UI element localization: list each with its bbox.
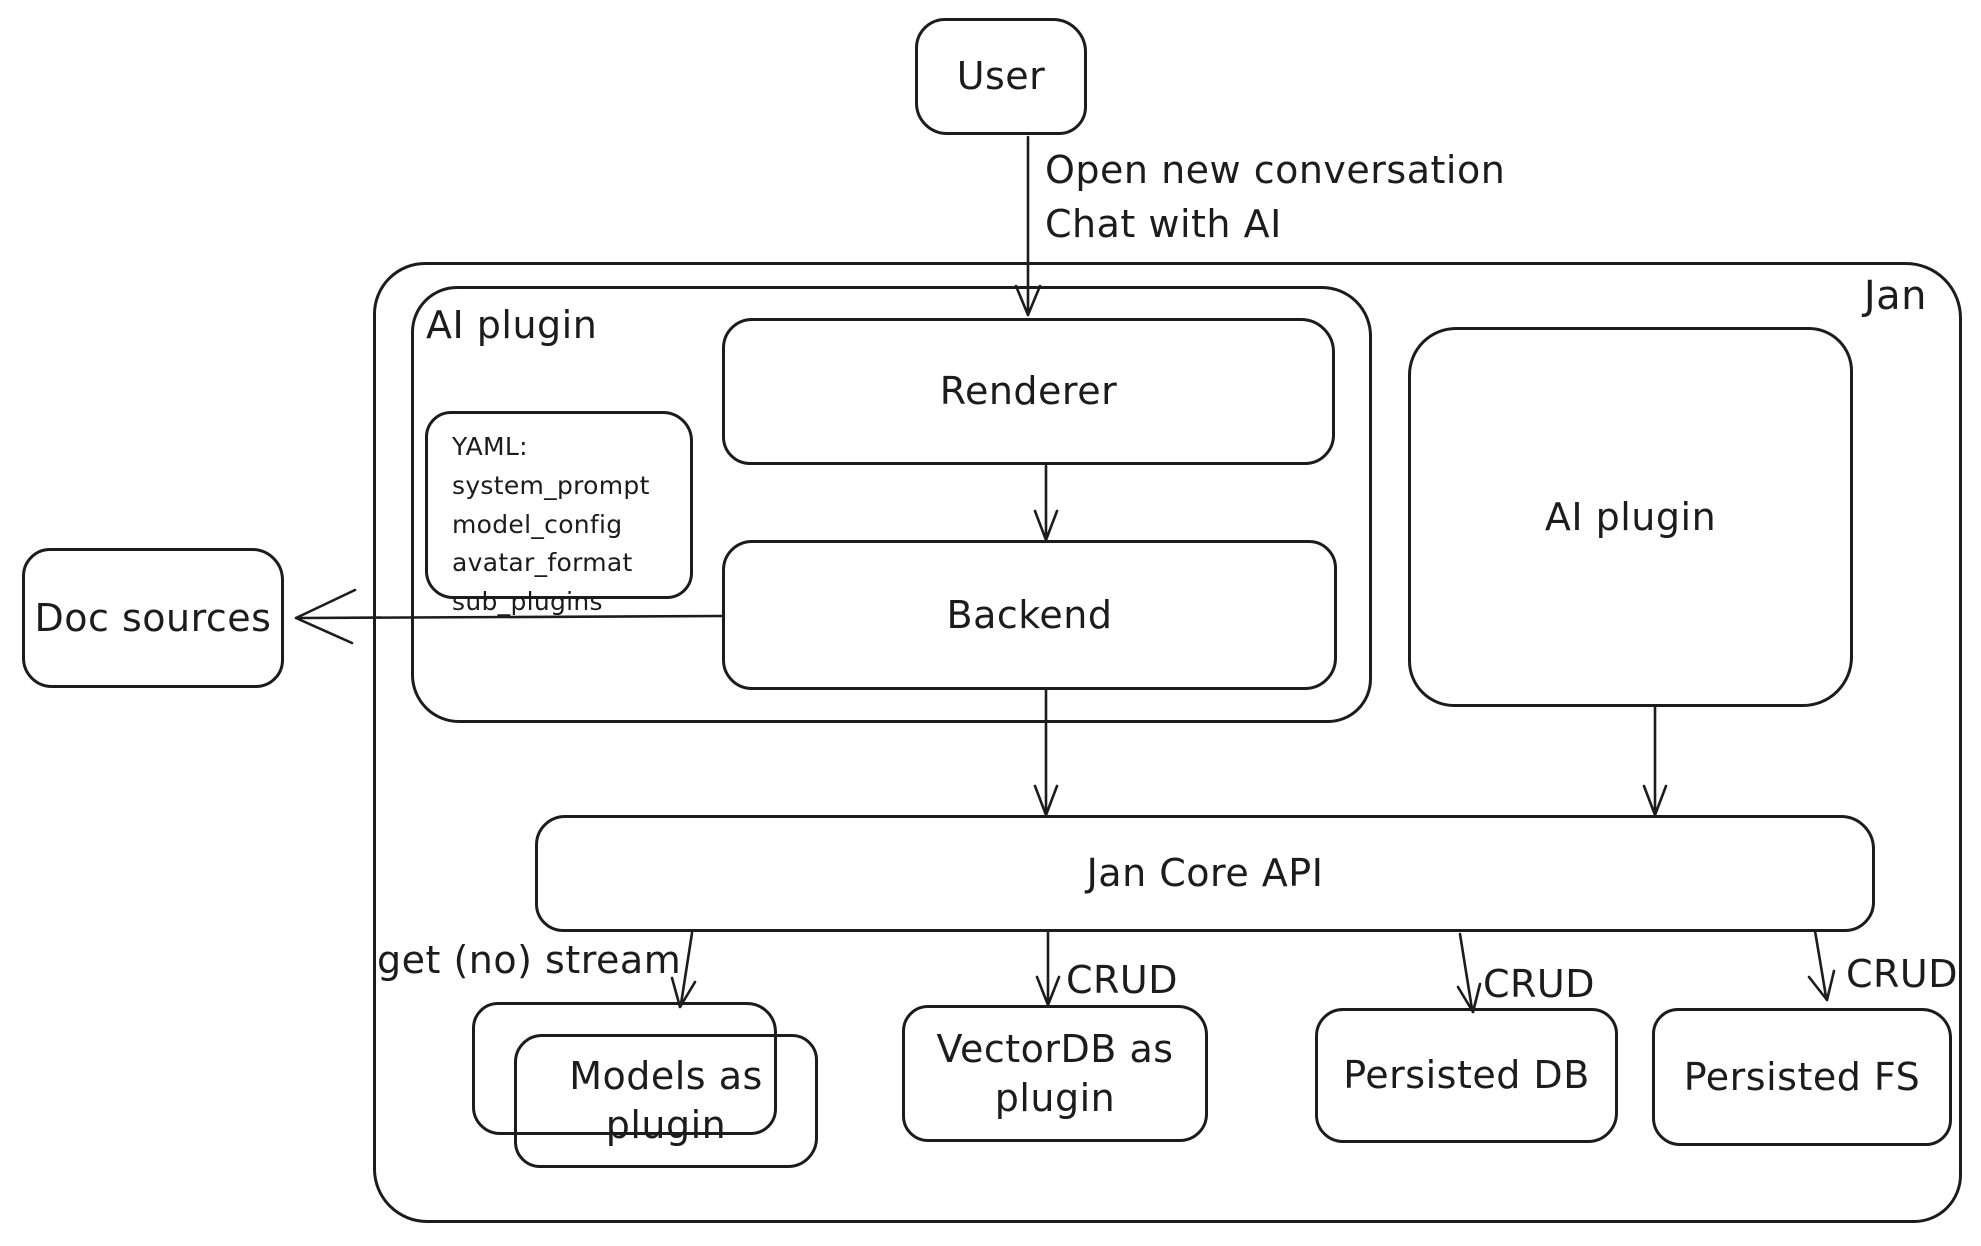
- persisted-fs-label: Persisted FS: [1683, 1054, 1921, 1099]
- edge-label-crud-persisted-fs: CRUD: [1846, 952, 1959, 996]
- user-node: User: [915, 18, 1087, 135]
- yaml-config-note: YAML: system_prompt model_config avatar_…: [425, 411, 693, 616]
- yaml-note-line: sub_plugins: [452, 587, 603, 616]
- edge-label-crud-persisted-db: CRUD: [1483, 962, 1596, 1006]
- ai-plugin-right-node: AI plugin: [1408, 327, 1853, 707]
- edge-label-crud-vectordb: CRUD: [1066, 958, 1179, 1002]
- jan-container-box: Jan: [373, 262, 1962, 1223]
- backend-node-label: Backend: [946, 592, 1113, 637]
- yaml-note-line: avatar_format: [452, 548, 633, 578]
- models-plugin-node: Models as plugin: [514, 1034, 818, 1168]
- yaml-note-line: model_config: [452, 509, 623, 539]
- ai-plugin-left-container: AI plugin: [411, 286, 1372, 723]
- models-plugin-back-box: [472, 1002, 777, 1135]
- yaml-note-line: YAML:: [452, 432, 528, 461]
- edge-label-open-conversation: Open new conversation: [1045, 148, 1506, 192]
- edge-label-get-no-stream: get (no) stream: [377, 938, 682, 982]
- vectordb-plugin-label: VectorDB as plugin: [936, 1026, 1174, 1120]
- user-node-label: User: [956, 54, 1046, 99]
- vectordb-plugin-node: VectorDB as plugin: [902, 1005, 1208, 1142]
- yaml-note-line: system_prompt: [452, 470, 650, 500]
- jan-core-api-node: Jan Core API: [535, 815, 1875, 932]
- renderer-node-label: Renderer: [939, 369, 1118, 414]
- renderer-node: Renderer: [722, 318, 1335, 465]
- doc-sources-label: Doc sources: [34, 595, 272, 640]
- jan-container-label: Jan: [1863, 273, 1927, 319]
- doc-sources-node: Doc sources: [22, 548, 284, 688]
- backend-node: Backend: [722, 540, 1337, 690]
- persisted-fs-node: Persisted FS: [1652, 1008, 1952, 1146]
- models-plugin-label: Models as plugin: [569, 1054, 763, 1147]
- persisted-db-node: Persisted DB: [1315, 1008, 1618, 1143]
- ai-plugin-left-label: AI plugin: [426, 303, 598, 347]
- ai-plugin-right-label: AI plugin: [1544, 494, 1717, 539]
- persisted-db-label: Persisted DB: [1343, 1053, 1590, 1098]
- jan-core-api-label: Jan Core API: [1086, 851, 1324, 896]
- edge-label-chat-with-ai: Chat with AI: [1045, 202, 1282, 246]
